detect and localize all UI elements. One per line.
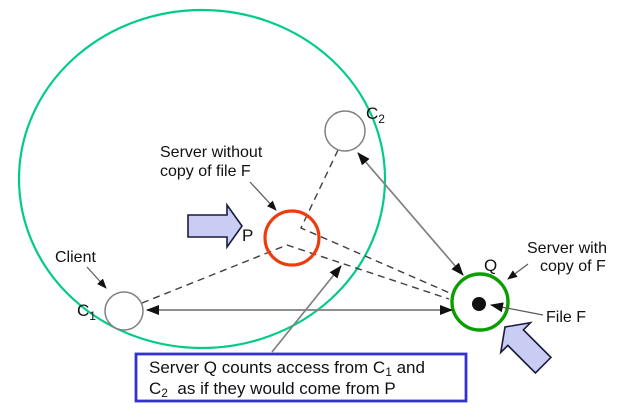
server-without-pointer-arrow — [249, 181, 277, 211]
q-label: Q — [484, 256, 497, 275]
server-p-node — [263, 209, 321, 267]
c2-via-p-dashed-path — [300, 149, 453, 295]
note-box-line1: Server Q counts access from C1 and — [149, 358, 425, 379]
block-arrow-at-q — [499, 321, 553, 375]
file-f-dot — [472, 297, 486, 311]
note-box — [134, 352, 468, 403]
note-callout-arrow — [271, 265, 342, 353]
client-pointer-arrow — [86, 266, 107, 289]
c1-via-p-dashed-path — [141, 244, 450, 304]
file-f-label: File F — [546, 309, 586, 326]
server-with-pointer-arrow — [507, 263, 529, 280]
client-c2-node — [324, 110, 366, 152]
server-without-label-line2: copy of file F — [160, 163, 251, 180]
c2-label: C2 — [366, 104, 385, 126]
server-with-label-line2: copy of F — [540, 258, 606, 275]
server-with-label-line1: Server with — [527, 240, 607, 257]
c2-q-arrow — [357, 152, 464, 276]
block-arrow-at-p — [187, 202, 243, 250]
file-f-pointer-arrow — [490, 302, 544, 316]
client-c1-node — [104, 291, 144, 331]
note-box-line2: C2 as if they would come from P — [149, 379, 396, 400]
c1-label: C1 — [77, 301, 96, 323]
client-label: Client — [55, 249, 96, 266]
p-label: P — [242, 226, 253, 245]
server-without-label-line1: Server without — [160, 144, 263, 161]
